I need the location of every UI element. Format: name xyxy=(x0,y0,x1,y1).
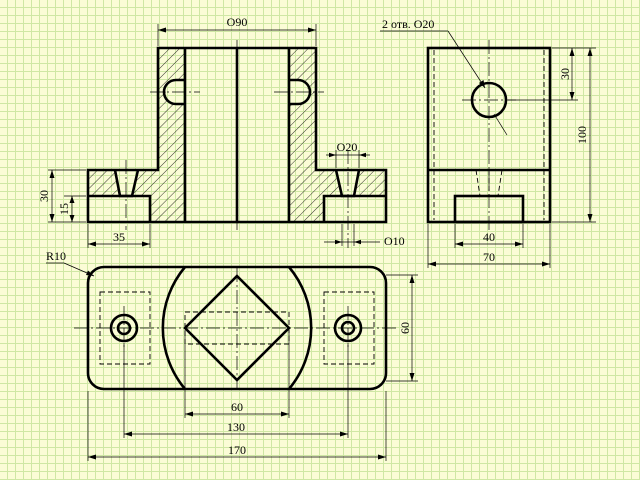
dim-hole-spacing: 130 xyxy=(123,343,349,438)
dim-length: 170 xyxy=(87,391,387,461)
dim-square-label: 60 xyxy=(231,400,243,414)
dim-offset: 35 xyxy=(87,224,151,248)
dim-depth: 60 xyxy=(386,274,418,382)
hole-note-label: 2 отв. O20 xyxy=(382,17,434,31)
dim-hole-spacing-label: 130 xyxy=(227,420,245,434)
dim-height-label: 100 xyxy=(575,126,589,144)
dim-small-diameter-label: O10 xyxy=(384,234,405,248)
dim-slot-width-label: 40 xyxy=(483,230,495,244)
dim-height: 100 xyxy=(552,47,596,223)
hole-note: 2 отв. O20 xyxy=(380,17,508,136)
dim-radius-label: R10 xyxy=(46,249,66,263)
dim-top-diameter-label: O90 xyxy=(227,15,248,29)
dim-length-label: 170 xyxy=(228,443,246,457)
dim-base-height-label: 15 xyxy=(57,203,71,215)
dim-slot-width: 40 xyxy=(454,224,524,248)
dim-offset-label: 35 xyxy=(113,230,125,244)
dim-depth-label: 60 xyxy=(398,322,412,334)
front-view-outline xyxy=(86,46,388,224)
dim-hole-diameter: O20 xyxy=(326,140,370,168)
dim-base-height: 15 xyxy=(57,195,86,222)
dim-radius: R10 xyxy=(46,249,95,277)
dim-top-diameter: O90 xyxy=(157,15,317,46)
top-view: R10 60 60 xyxy=(46,249,418,461)
dim-square: 60 xyxy=(184,330,290,418)
dim-small-diameter: O10 xyxy=(324,224,405,248)
dim-total-height-label: 30 xyxy=(37,190,51,202)
dim-total-height: 30 xyxy=(37,169,86,223)
side-view: 2 отв. O20 30 100 xyxy=(380,17,596,268)
dim-width-label: 70 xyxy=(483,250,495,264)
dim-hole-height: 30 xyxy=(508,47,578,101)
dim-hole-diameter-label: O20 xyxy=(337,140,358,154)
dim-width: 70 xyxy=(427,224,551,268)
dim-hole-height-label: 30 xyxy=(558,68,572,80)
front-view: O90 O20 O10 30 xyxy=(37,15,405,248)
